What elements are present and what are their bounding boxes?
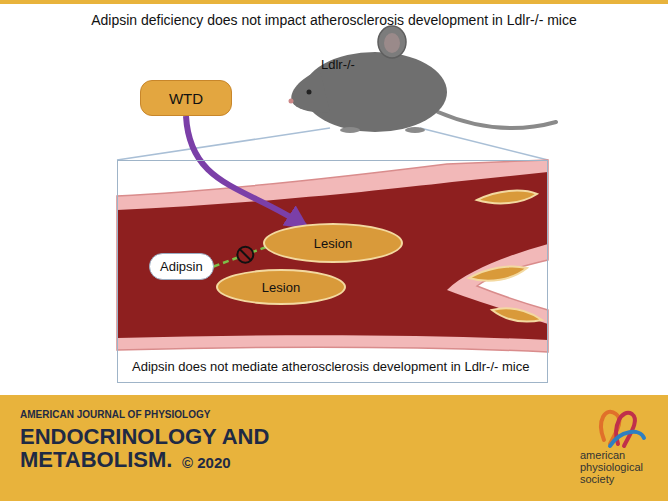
node-text: Adipsin	[160, 259, 203, 274]
node-text: american physiological society	[580, 449, 664, 485]
zoom-line	[420, 128, 548, 160]
footer-band	[0, 395, 668, 501]
diet-box: WTD	[140, 80, 232, 116]
mouse-label: Ldlr-/-	[318, 56, 358, 73]
zoom-line	[117, 128, 330, 160]
zoom-panel: Adipsin does not mediate atherosclerosis…	[117, 160, 548, 383]
node-text: Adipsin does not mediate atherosclerosis…	[130, 359, 531, 374]
node-text: Lesion	[262, 280, 300, 295]
node-text: © 2020	[182, 454, 231, 471]
node-text: ENDOCRINOLOGY AND METABOLISM.	[20, 425, 275, 471]
adipsin-pill: Adipsin	[149, 253, 214, 280]
node-text: Ldlr-/-	[321, 57, 355, 72]
blood-vessel	[117, 160, 548, 352]
journal-footer: AMERICAN JOURNAL OF PHYSIOLOGY ENDOCRINOL…	[0, 395, 668, 501]
node-text: Lesion	[314, 236, 352, 251]
diet-arrow	[186, 116, 305, 226]
top-strip	[0, 0, 668, 4]
mouse	[289, 26, 557, 133]
lesion-plaque: Lesion	[263, 223, 403, 263]
lesion-plaque: Lesion	[216, 269, 346, 305]
node-text: AMERICAN JOURNAL OF PHYSIOLOGY	[20, 409, 210, 420]
society-logo	[601, 412, 644, 446]
node-text: WTD	[169, 90, 203, 107]
title: Adipsin deficiency does not impact ather…	[0, 12, 668, 28]
